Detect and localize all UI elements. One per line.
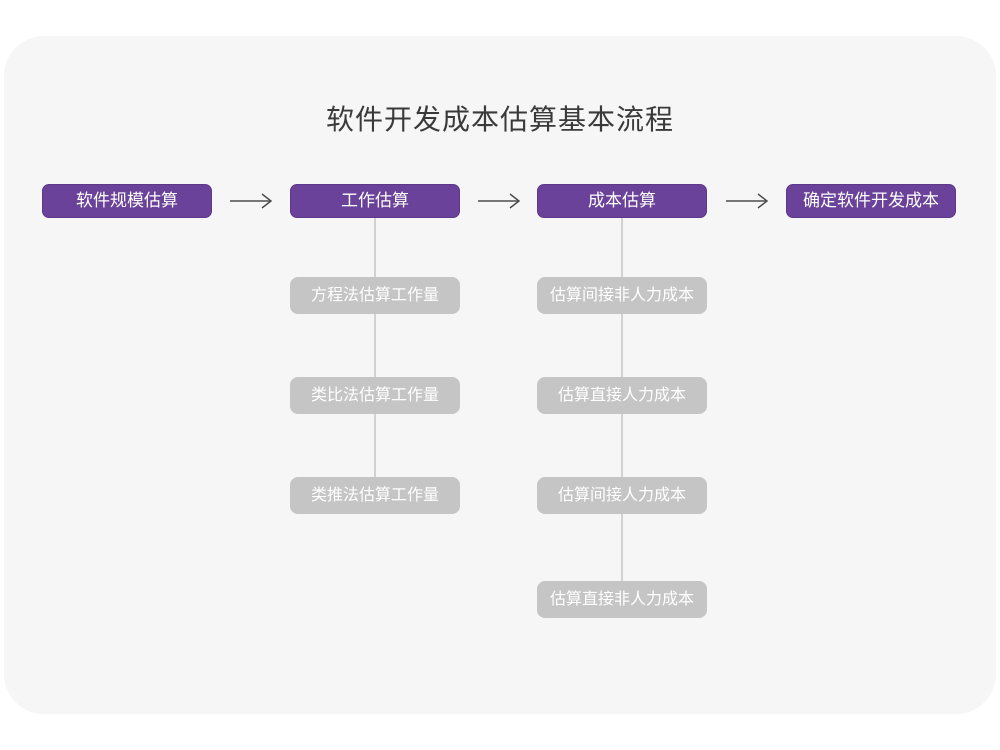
arrow-right-icon: [725, 192, 771, 210]
sub-step-indirect-labor-cost: 估算间接人力成本: [537, 477, 707, 514]
sub-step-direct-labor-cost: 估算直接人力成本: [537, 377, 707, 414]
diagram-title: 软件开发成本估算基本流程: [325, 104, 674, 135]
diagram-card-background: [4, 36, 996, 714]
flow-step-work-estimation: 工作估算: [290, 184, 460, 218]
arrow-right-icon: [229, 192, 275, 210]
flow-step-determine-development-cost: 确定软件开发成本: [786, 184, 956, 218]
flow-step-software-scale-estimation: 软件规模估算: [42, 184, 212, 218]
sub-step-analogy-method: 类比法估算工作量: [290, 377, 460, 414]
connector-line-work-estimation: [374, 218, 376, 497]
sub-step-indirect-nonlabor-cost: 估算间接非人力成本: [537, 277, 707, 314]
arrow-right-icon: [477, 192, 523, 210]
flow-step-cost-estimation: 成本估算: [537, 184, 707, 218]
sub-step-direct-nonlabor-cost: 估算直接非人力成本: [537, 581, 707, 618]
sub-step-extrapolation-method: 类推法估算工作量: [290, 477, 460, 514]
sub-step-equation-method: 方程法估算工作量: [290, 277, 460, 314]
